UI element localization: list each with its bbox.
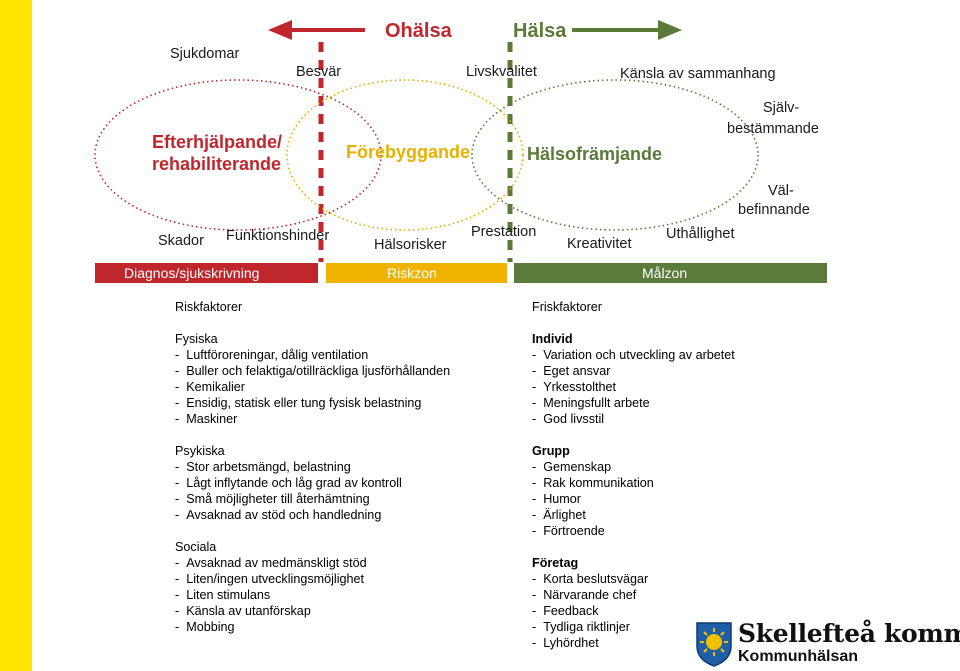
red-dotted-ellipse (94, 79, 382, 231)
frisk-category-foretag: Företag Korta beslutsvägar Närvarande ch… (532, 555, 735, 651)
word-kansla: Känsla av sammanhang (620, 66, 776, 82)
word-kreativitet: Kreativitet (567, 236, 631, 252)
risk-category-fysiska: Fysiska Luftföroreningar, dålig ventilat… (175, 331, 450, 427)
list-item: Eget ansvar (532, 363, 735, 379)
list-item: Meningsfullt arbete (532, 395, 735, 411)
list-item: Yrkesstolthet (532, 379, 735, 395)
list-item: Ärlighet (532, 507, 735, 523)
list-item: Lågt inflytande och låg grad av kontroll (175, 475, 450, 491)
word-sjukdomar: Sjukdomar (170, 46, 239, 62)
list-item: Liten stimulans (175, 587, 450, 603)
list-item: Tydliga riktlinjer (532, 619, 735, 635)
word-sjalv-1: Själv- (763, 100, 799, 116)
list-item: Känsla av utanförskap (175, 603, 450, 619)
list-item: Maskiner (175, 411, 450, 427)
list-item: Korta beslutsvägar (532, 571, 735, 587)
word-skador: Skador (158, 233, 204, 249)
frisk-category-individ: Individ Variation och utveckling av arbe… (532, 331, 735, 427)
friskfaktorer-heading: Friskfaktorer (532, 300, 602, 314)
list-item: Små möjligheter till återhämtning (175, 491, 450, 507)
zone-forebyggande: Förebyggande (346, 142, 470, 162)
bar-diagnos (95, 263, 318, 283)
risk-category-title: Sociala (175, 540, 217, 554)
frisk-category-title: Företag (532, 556, 579, 570)
yellow-side-band-lower (0, 300, 32, 671)
frisk-category-grupp: Grupp Gemenskap Rak kommunikation Humor … (532, 443, 735, 539)
list-item: Stor arbetsmängd, belastning (175, 459, 450, 475)
logo-subtitle: Kommunhälsan (738, 648, 859, 665)
list-item: Närvarande chef (532, 587, 735, 603)
list-item: Ensidig, statisk eller tung fysisk belas… (175, 395, 450, 411)
risk-category-sociala: Sociala Avsaknad av medmänskligt stöd Li… (175, 539, 450, 635)
ohalsa-arrow (268, 20, 365, 40)
halsa-arrow (572, 20, 682, 40)
word-uthallighet: Uthållighet (666, 226, 735, 242)
list-item: Rak kommunikation (532, 475, 735, 491)
word-sjalv-2: bestämmande (727, 121, 819, 137)
list-item: Luftföroreningar, dålig ventilation (175, 347, 450, 363)
word-funktionshinder: Funktionshinder (226, 228, 329, 244)
risk-category-title: Psykiska (175, 444, 225, 458)
word-val-1: Väl- (768, 183, 794, 199)
list-item: Kemikalier (175, 379, 450, 395)
bar-riskzon (326, 263, 507, 283)
riskfaktorer-list: Riskfaktorer Fysiska Luftföroreningar, d… (175, 299, 450, 635)
frisk-category-title: Individ (532, 332, 573, 346)
bar-diagnos-label: Diagnos/sjukskrivning (124, 265, 259, 281)
list-item: Lyhördhet (532, 635, 735, 651)
word-livskvalitet: Livskvalitet (466, 64, 537, 80)
list-item: Avsaknad av stöd och handledning (175, 507, 450, 523)
list-item: Variation och utveckling av arbetet (532, 347, 735, 363)
list-item: Buller och felaktiga/otillräckliga ljusf… (175, 363, 450, 379)
green-dotted-ellipse (471, 79, 759, 231)
riskfaktorer-heading: Riskfaktorer (175, 300, 243, 314)
zone-halsoframjande: Hälsofrämjande (527, 144, 662, 164)
yellow-side-band (0, 0, 32, 300)
halsa-label: Hälsa (513, 20, 567, 42)
list-item: Liten/ingen utvecklingsmöjlighet (175, 571, 450, 587)
list-item: Humor (532, 491, 735, 507)
word-val-2: befinnande (738, 202, 810, 218)
list-item: God livsstil (532, 411, 735, 427)
risk-category-psykiska: Psykiska Stor arbetsmängd, belastning Lå… (175, 443, 450, 523)
list-item: Avsaknad av medmänskligt stöd (175, 555, 450, 571)
list-item: Gemenskap (532, 459, 735, 475)
risk-category-title: Fysiska (175, 332, 218, 346)
list-item: Mobbing (175, 619, 450, 635)
bar-malzon (514, 263, 827, 283)
zone-efterhjalpande-line1: Efterhjälpande/ (152, 132, 282, 152)
list-item: Feedback (532, 603, 735, 619)
friskfaktorer-list: Friskfaktorer Individ Variation och utve… (532, 299, 735, 651)
zone-efterhjalpande-line2: rehabiliterande (152, 154, 281, 174)
amber-dotted-ellipse (286, 79, 524, 231)
municipal-crest-icon (696, 622, 732, 667)
word-besvar: Besvär (296, 64, 341, 80)
health-diagram: Ohälsa Hälsa Sjukdomar Besvär Livskvalit… (0, 0, 827, 300)
word-halsorisker: Hälsorisker (374, 237, 447, 253)
bar-riskzon-label: Riskzon (387, 265, 437, 281)
ohalsa-label: Ohälsa (385, 20, 453, 42)
bar-malzon-label: Målzon (642, 265, 687, 281)
word-prestation: Prestation (471, 224, 536, 240)
skelleftea-logo: Skellefteå kommun Kommunhälsan (694, 620, 960, 668)
logo-name: Skellefteå kommun (738, 619, 960, 648)
frisk-category-title: Grupp (532, 444, 570, 458)
list-item: Förtroende (532, 523, 735, 539)
